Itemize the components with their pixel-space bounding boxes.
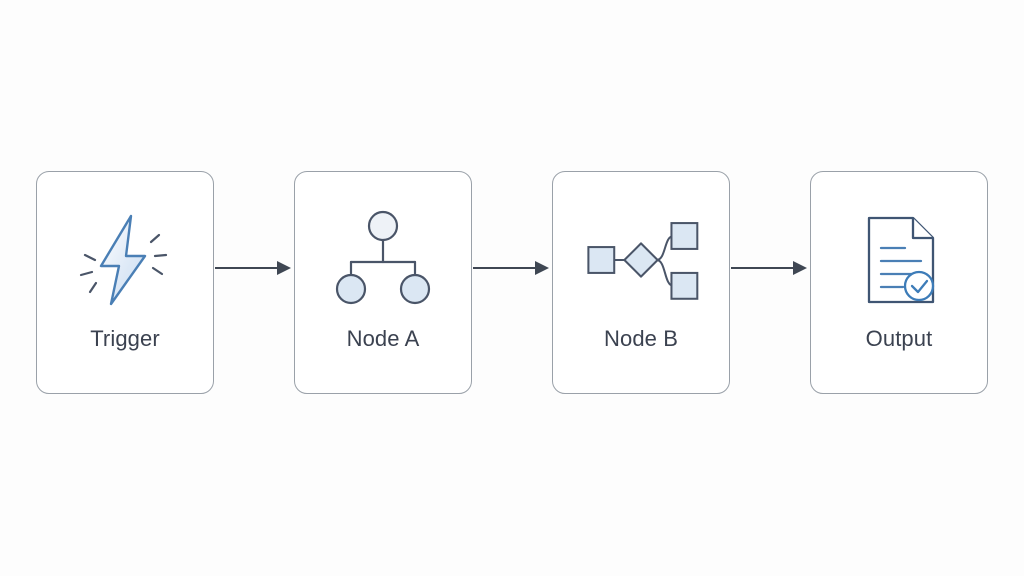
hierarchy-tree-icon	[323, 200, 443, 320]
workflow-flow-row: Trigger	[0, 170, 1024, 394]
connector-node-a-to-node-b	[472, 171, 552, 394]
flow-card-output[interactable]: Output	[810, 170, 988, 394]
flow-card-node-b[interactable]: Node B	[552, 170, 730, 394]
document-check-icon	[839, 200, 959, 320]
flow-card-label: Node A	[346, 325, 420, 351]
lightning-bolt-icon	[65, 200, 185, 320]
arrow-right-icon	[473, 261, 549, 275]
connector-node-b-to-output	[730, 171, 810, 394]
arrow-right-icon	[731, 261, 807, 275]
connector-trigger-to-node-a	[214, 171, 294, 394]
flow-card-node-a[interactable]: Node A	[294, 170, 472, 394]
flow-card-trigger[interactable]: Trigger	[36, 170, 214, 394]
flow-card-label: Node B	[604, 325, 678, 351]
arrow-right-icon	[215, 261, 291, 275]
flow-card-label: Trigger	[90, 325, 160, 351]
branching-decision-icon	[581, 200, 701, 320]
left-margin-spacer	[0, 282, 36, 283]
flow-card-label: Output	[865, 325, 933, 351]
right-margin-spacer	[988, 282, 1024, 283]
